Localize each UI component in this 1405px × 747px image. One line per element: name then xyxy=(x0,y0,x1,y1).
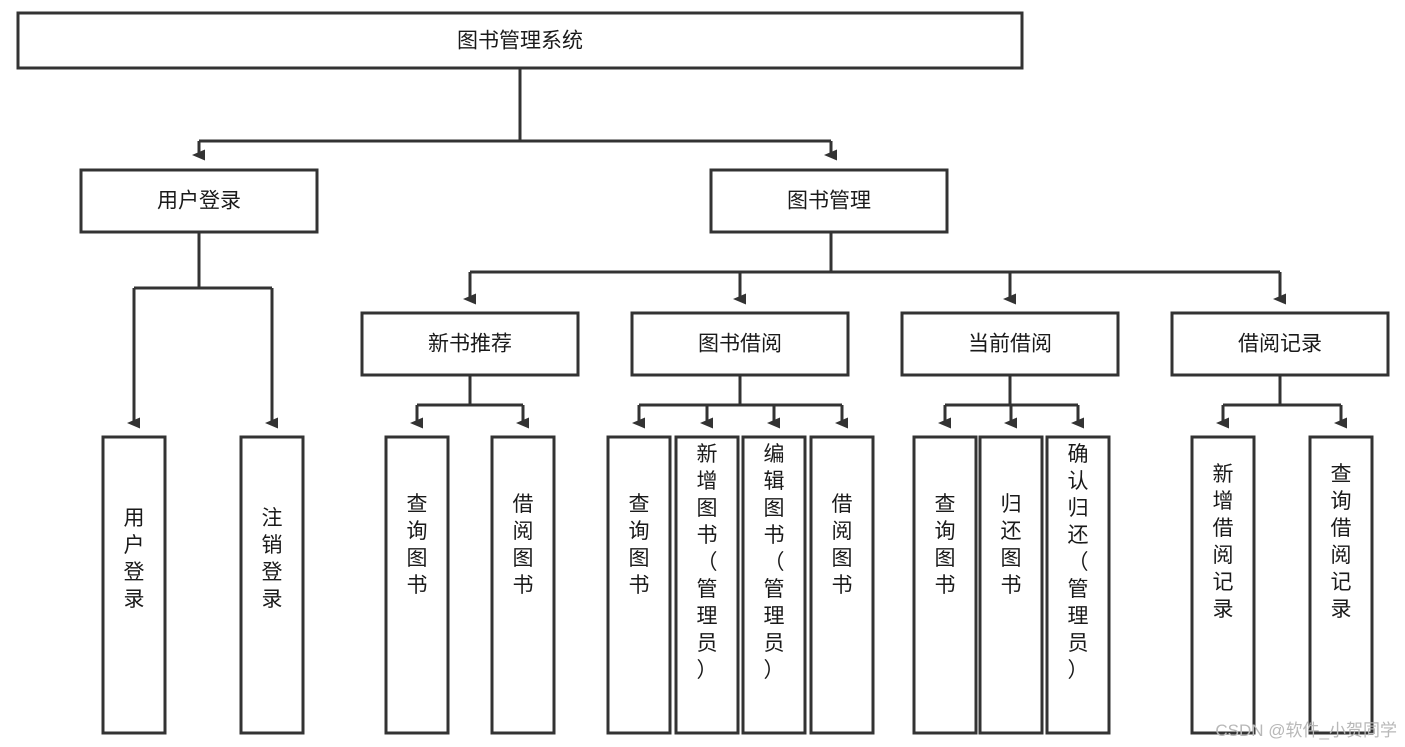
leaf-current-borrow-1-label: 查询图书 xyxy=(935,493,956,597)
connector-group-root xyxy=(192,68,837,161)
leaf-user-login-2[interactable]: 注销登录 xyxy=(239,435,305,735)
node-book-management-label: 图书管理 xyxy=(787,190,871,213)
node-book-borrow-label: 图书借阅 xyxy=(698,333,782,356)
node-book-borrow-box xyxy=(630,311,850,377)
node-borrow-record[interactable]: 借阅记录 xyxy=(1170,311,1390,377)
leaf-new-book-1-box xyxy=(384,435,450,735)
leaf-new-book-1[interactable]: 查询图书 xyxy=(384,435,450,735)
node-new-book-recommend-box xyxy=(360,311,580,377)
node-new-book-recommend[interactable]: 新书推荐 xyxy=(360,311,580,377)
leaf-borrow-record-1-box xyxy=(1190,435,1256,735)
leaf-borrow-record-2[interactable]: 查询借阅记录 xyxy=(1308,435,1374,735)
leaf-book-borrow-4-box xyxy=(809,435,875,735)
node-current-borrow-label: 当前借阅 xyxy=(968,333,1052,356)
connector-group-borrow-record xyxy=(1216,375,1347,429)
leaf-current-borrow-1-box xyxy=(912,435,978,735)
leaf-book-borrow-2[interactable]: 新增图书（管理员） xyxy=(674,435,740,735)
leaf-new-book-2-label: 借阅图书 xyxy=(513,493,534,597)
leaf-current-borrow-2-label: 归还图书 xyxy=(1001,493,1022,597)
leaf-current-borrow-3-label: 确认归还（管理员） xyxy=(1068,443,1089,682)
node-book-management[interactable]: 图书管理 xyxy=(709,168,949,234)
node-user-login-box xyxy=(79,168,319,234)
node-root-label: 图书管理系统 xyxy=(457,30,583,53)
node-book-borrow[interactable]: 图书借阅 xyxy=(630,311,850,377)
node-user-login[interactable]: 用户登录 xyxy=(79,168,319,234)
leaf-new-book-2-box xyxy=(490,435,556,735)
leaf-user-login-2-label: 注销登录 xyxy=(262,507,283,611)
node-current-borrow[interactable]: 当前借阅 xyxy=(900,311,1120,377)
connector-group-book-borrow xyxy=(632,375,848,429)
leaf-new-book-2[interactable]: 借阅图书 xyxy=(490,435,556,735)
leaf-user-login-2-box xyxy=(239,435,305,735)
leaf-current-borrow-2[interactable]: 归还图书 xyxy=(978,435,1044,735)
node-book-management-box xyxy=(709,168,949,234)
leaf-book-borrow-4[interactable]: 借阅图书 xyxy=(809,435,875,735)
leaf-current-borrow-2-box xyxy=(978,435,1044,735)
connector-group-new-book xyxy=(410,375,529,429)
leaf-book-borrow-1-box xyxy=(606,435,672,735)
leaf-user-login-1-box xyxy=(101,435,167,735)
node-borrow-record-label: 借阅记录 xyxy=(1238,333,1322,356)
leaf-borrow-record-1[interactable]: 新增借阅记录 xyxy=(1190,435,1256,735)
leaf-book-borrow-1-label: 查询图书 xyxy=(629,493,650,597)
leaf-book-borrow-3-box xyxy=(741,435,807,735)
node-root-system[interactable]: 图书管理系统 xyxy=(16,11,1024,70)
leaf-user-login-1[interactable]: 用户登录 xyxy=(101,435,167,735)
leaf-borrow-record-1-label: 新增借阅记录 xyxy=(1213,463,1234,621)
connector-group-current-borrow xyxy=(938,375,1084,429)
leaf-book-borrow-1[interactable]: 查询图书 xyxy=(606,435,672,735)
leaf-new-book-1-label: 查询图书 xyxy=(407,493,428,597)
leaf-book-borrow-3[interactable]: 编辑图书（管理员） xyxy=(741,435,807,735)
connector-group-user-login xyxy=(127,232,278,429)
leaf-book-borrow-3-label: 编辑图书（管理员） xyxy=(764,443,785,682)
leaf-book-borrow-2-box xyxy=(674,435,740,735)
node-borrow-record-box xyxy=(1170,311,1390,377)
leaf-borrow-record-2-label: 查询借阅记录 xyxy=(1331,463,1352,621)
node-current-borrow-box xyxy=(900,311,1120,377)
leaf-current-borrow-1[interactable]: 查询图书 xyxy=(912,435,978,735)
leaf-book-borrow-4-label: 借阅图书 xyxy=(832,493,853,597)
connector-group-book-mgmt xyxy=(463,232,1286,305)
node-user-login-label: 用户登录 xyxy=(157,190,241,213)
node-root-box xyxy=(16,11,1024,70)
leaf-current-borrow-3-box xyxy=(1045,435,1111,735)
leaf-borrow-record-2-box xyxy=(1308,435,1374,735)
leaf-user-login-1-label: 用户登录 xyxy=(124,507,145,611)
leaf-current-borrow-3[interactable]: 确认归还（管理员） xyxy=(1045,435,1111,735)
leaf-book-borrow-2-label: 新增图书（管理员） xyxy=(697,443,718,682)
node-new-book-recommend-label: 新书推荐 xyxy=(428,333,512,356)
